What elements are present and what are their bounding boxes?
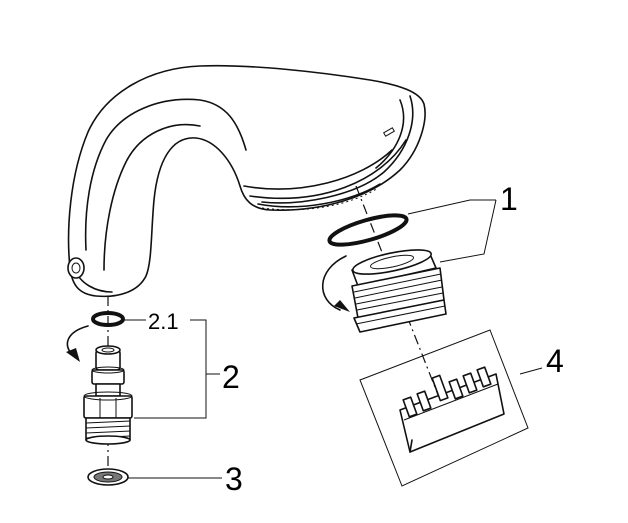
callout-2-1: 2.1 <box>148 309 179 334</box>
leader-1b <box>439 199 497 263</box>
hand-shower-body <box>67 64 426 298</box>
strainer-disc <box>87 468 129 486</box>
callout-2: 2 <box>222 359 240 395</box>
callout-4: 4 <box>546 343 564 379</box>
leader-2 <box>134 319 207 419</box>
rotation-arrow-right <box>321 255 347 311</box>
leader-4 <box>519 367 543 375</box>
callout-1: 1 <box>500 181 518 217</box>
callout-3: 3 <box>225 461 243 497</box>
o-ring-2-1 <box>91 311 125 327</box>
leader-1a <box>407 199 496 215</box>
spray-insert <box>351 249 447 333</box>
insert-tool <box>359 329 529 487</box>
connector-nipple <box>83 345 133 445</box>
o-ring-1 <box>327 213 409 247</box>
